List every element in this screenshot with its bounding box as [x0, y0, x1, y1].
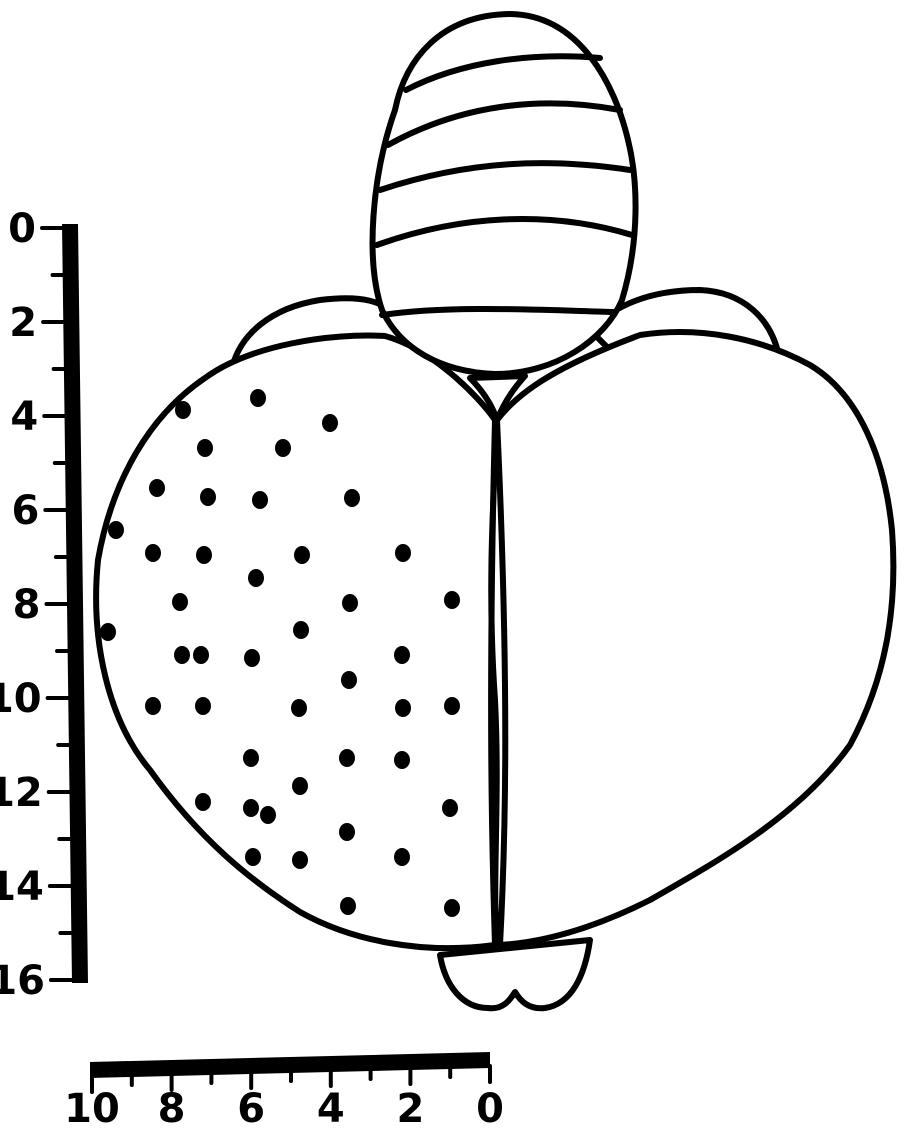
hemisphere-dot [444, 591, 460, 609]
hemisphere-dot [275, 439, 291, 457]
vertical-scale-label: 4 [10, 394, 38, 440]
hemisphere-dot [341, 671, 357, 689]
vertical-scale-label: 8 [13, 582, 41, 628]
vertical-scale-label: 6 [12, 488, 40, 534]
striped-top-lobe [373, 14, 636, 374]
hemisphere-dot [243, 749, 259, 767]
hemisphere-dot [175, 401, 191, 419]
horizontal-scale-label: 2 [396, 1086, 424, 1131]
hemisphere-dot [252, 491, 268, 509]
hemisphere-dot [245, 848, 261, 866]
hemisphere-dot [250, 389, 266, 407]
hemisphere-dot [339, 823, 355, 841]
hemisphere-dot [149, 479, 165, 497]
hemisphere-dot [108, 521, 124, 539]
hemisphere-dot [292, 851, 308, 869]
horizontal-scale-label: 10 [64, 1086, 120, 1131]
brain-outline-drawing [96, 14, 893, 1008]
hemisphere-dot [193, 646, 209, 664]
vertical-scale: 0 2 4 6 8 10 12 14 16 [0, 206, 88, 1004]
hemisphere-dot [145, 697, 161, 715]
hemisphere-dot [172, 593, 188, 611]
hemisphere-dot [195, 793, 211, 811]
hemisphere-dot [444, 697, 460, 715]
hemisphere-dot [395, 699, 411, 717]
horizontal-scale-label: 6 [237, 1086, 265, 1131]
hemisphere-dot [195, 697, 211, 715]
hemisphere-dot [244, 649, 260, 667]
hemisphere-dot [339, 749, 355, 767]
hemisphere-dot [294, 546, 310, 564]
hemisphere-dot [196, 546, 212, 564]
horizontal-scale-label: 8 [158, 1086, 186, 1131]
hemisphere-dot [395, 544, 411, 562]
vertical-scale-label: 2 [9, 300, 37, 346]
hemisphere-dot [394, 751, 410, 769]
hemisphere-dot [291, 699, 307, 717]
hemisphere-dot [342, 594, 358, 612]
horizontal-scale-label: 4 [317, 1086, 345, 1131]
vertical-scale-label: 10 [0, 676, 42, 722]
hemisphere-dot [344, 489, 360, 507]
hemisphere-dot [260, 806, 276, 824]
hemisphere-dot [174, 646, 190, 664]
hemisphere-dot [292, 777, 308, 795]
hemisphere-dot [394, 646, 410, 664]
hemisphere-dot [322, 414, 338, 432]
hemisphere-dot [442, 799, 458, 817]
vertical-scale-label: 16 [0, 958, 45, 1004]
horizontal-scale: 10 8 6 4 2 0 [64, 1052, 504, 1131]
hemisphere-dot [145, 544, 161, 562]
hemisphere-dot [200, 488, 216, 506]
horizontal-scale-label: 0 [476, 1086, 504, 1131]
hemisphere-dot [248, 569, 264, 587]
hemisphere-dot [340, 897, 356, 915]
hemisphere-dot [444, 899, 460, 917]
right-hemisphere [497, 332, 893, 945]
hemisphere-dot [243, 799, 259, 817]
vertical-scale-label: 0 [8, 206, 36, 252]
hemisphere-dot [197, 439, 213, 457]
hemisphere-dot [100, 623, 116, 641]
hemisphere-dot [394, 848, 410, 866]
vertical-scale-label: 14 [0, 864, 44, 910]
vertical-scale-label: 12 [0, 770, 43, 816]
hemisphere-dot [293, 621, 309, 639]
